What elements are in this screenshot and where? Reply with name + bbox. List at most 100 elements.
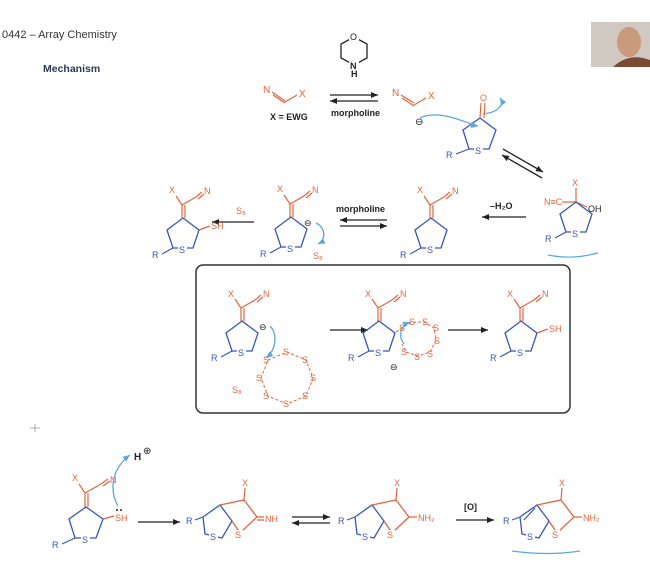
- ring-sulfur: S: [310, 373, 316, 383]
- sulfur-label: S: [527, 532, 533, 542]
- slide-heading: Mechanism: [43, 63, 101, 75]
- ring-sulfur: S: [302, 391, 308, 401]
- sulfur-label: S: [552, 530, 558, 540]
- r-group-label: R: [211, 353, 218, 363]
- allyl-anion: X N R S ⊖ S₈: [260, 184, 326, 261]
- x-label: X: [507, 289, 513, 299]
- thiolated-product: X N SH R S: [152, 185, 224, 260]
- oxidation-arrow: [O]: [456, 502, 494, 523]
- morpholine-structure: O N H: [340, 32, 368, 79]
- equilibrium-arrow-1: morpholine: [330, 92, 380, 118]
- ring-sulfur: S: [263, 355, 269, 365]
- sulfur-label: S: [475, 146, 481, 156]
- thienothiophene-product: R X NH₂ S S: [503, 478, 600, 542]
- underline-mark: [511, 550, 581, 555]
- thiol-label: SH: [115, 513, 128, 523]
- x-label: X: [72, 473, 78, 483]
- sulfur-label: S: [210, 532, 216, 542]
- amine-label: NH₂: [418, 513, 435, 523]
- negative-charge: ⊖: [259, 322, 267, 332]
- r-group-label: R: [260, 249, 267, 259]
- sulfur-label: S: [375, 348, 381, 358]
- x-label: X: [242, 478, 248, 488]
- oxygen-label: O: [350, 32, 357, 42]
- thiol-label: SH: [211, 221, 224, 231]
- oxygen-label: O: [480, 93, 487, 103]
- cursor-mark: [30, 424, 40, 432]
- webcam-thumbnail: [591, 22, 650, 67]
- carbanion-intermediate: N X ⊖: [392, 88, 435, 128]
- nitrogen-label: N: [392, 88, 399, 99]
- reagent-label: –H₂O: [490, 201, 513, 211]
- box-anion: X N R S ⊖: [211, 289, 276, 363]
- sulfur-label: S: [517, 348, 523, 358]
- ring-sulfur: S: [283, 347, 289, 357]
- ring-sulfur: S: [283, 399, 289, 409]
- equilibrium-arrow-3: morpholine: [336, 204, 387, 229]
- r-group-label: R: [338, 516, 345, 526]
- x-label: X: [169, 185, 175, 195]
- thiol-nitrile-start: X N SH R S H ⊕: [52, 446, 151, 550]
- x-label: X: [299, 89, 306, 100]
- r-group-label: R: [348, 353, 355, 363]
- sulfur-label: S: [427, 245, 433, 255]
- ewg-note: X = EWG: [270, 112, 308, 122]
- sulfur-reagent-label: S₈: [236, 206, 246, 216]
- chain-sulfur: S: [422, 317, 428, 327]
- chain-sulfur: S: [401, 347, 407, 357]
- r-group-label: R: [400, 250, 407, 260]
- sulfur-reagent-label: S₈: [232, 385, 242, 395]
- attack-arrow: [419, 114, 479, 129]
- box-thiol-product: X N SH R S: [490, 289, 562, 363]
- reagent-label: morpholine: [331, 108, 380, 118]
- underline-mark: [547, 252, 599, 258]
- chain-sulfur: S: [427, 349, 433, 359]
- ring-sulfur: S: [302, 355, 308, 365]
- nitrogen-label: N: [263, 85, 270, 96]
- presenter-figure: [591, 22, 650, 67]
- imine-label: NH: [265, 514, 278, 524]
- ring-sulfur: S: [263, 391, 269, 401]
- nitrogen-label: N: [452, 186, 459, 196]
- nitrogen-label: N: [400, 289, 407, 299]
- r-group-label: R: [446, 150, 453, 160]
- r-group-label: R: [186, 516, 193, 526]
- r-group-label: R: [152, 250, 159, 260]
- hydrogen-label: H: [351, 69, 358, 79]
- negative-charge: ⊖: [304, 218, 312, 228]
- negative-charge: ⊖: [390, 362, 398, 372]
- chain-sulfur: S: [434, 336, 440, 346]
- sulfur-reagent-label: S₈: [313, 251, 323, 261]
- r-group-label: R: [503, 516, 510, 526]
- x-label: X: [417, 185, 423, 195]
- aminothiophene-dihydro: R X NH₂ S S: [338, 478, 435, 542]
- equilibrium-arrow-2: [501, 148, 544, 179]
- r-group-label: R: [545, 234, 552, 244]
- sulfur-label: S: [235, 530, 241, 540]
- nitrogen-label: N: [312, 185, 319, 195]
- r-group-label: R: [490, 353, 497, 363]
- s8-ring: S S S S S S S S S₈: [232, 347, 316, 409]
- cyanohydrin-adduct: N≡C X OH R S: [544, 178, 602, 244]
- x-label: X: [572, 178, 578, 188]
- tetrahydrothiophenone: O R S: [446, 93, 497, 160]
- sulfur-label: S: [287, 244, 293, 254]
- cyanoacetate-reactant: N X X = EWG: [263, 85, 308, 122]
- x-label: X: [428, 91, 435, 102]
- reagent-label: morpholine: [336, 204, 385, 214]
- equilibrium-arrow-4: [292, 514, 330, 526]
- thiol-label: SH: [549, 324, 562, 334]
- sulfur-label: S: [387, 530, 393, 540]
- carbonyl-arrow: [482, 97, 507, 115]
- sulfur-label: S: [82, 535, 88, 545]
- sulfur-label: S: [572, 229, 578, 239]
- positive-charge: ⊕: [143, 446, 151, 457]
- r-group-label: R: [52, 540, 59, 550]
- hydroxyl-label: OH: [588, 204, 602, 214]
- knoevenagel-product: X N R S: [400, 185, 459, 260]
- x-label: X: [365, 289, 371, 299]
- chain-sulfur: S: [409, 317, 415, 327]
- nitrogen-label: N: [263, 289, 270, 299]
- nitrogen-label: N: [350, 61, 357, 71]
